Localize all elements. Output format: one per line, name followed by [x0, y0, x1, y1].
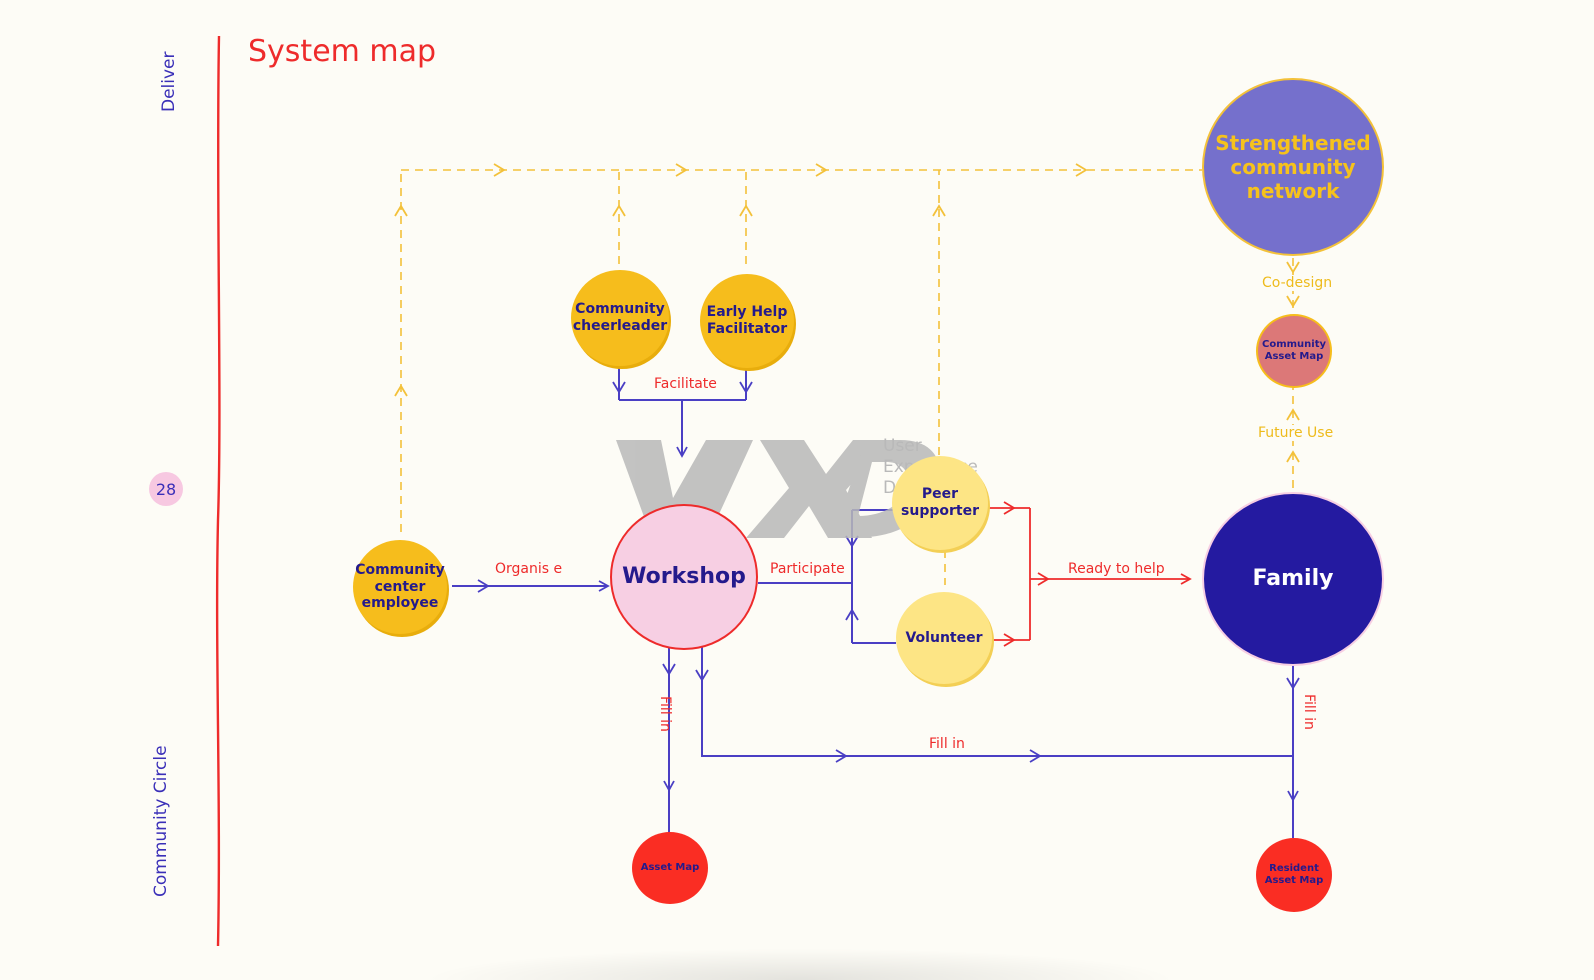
node-family[interactable]: Family [1202, 492, 1384, 666]
node-asset-map[interactable]: Asset Map [632, 832, 708, 904]
label-fill-in-family: Fill in [1301, 694, 1317, 730]
node-community-cheerleader[interactable]: Community cheerleader [571, 270, 669, 366]
label-ready-to-help: Ready to help [1068, 561, 1165, 577]
node-community-center-employee[interactable]: Community center employee [353, 540, 447, 634]
node-workshop[interactable]: Workshop [610, 504, 758, 650]
label-organise: Organis e [495, 561, 563, 577]
label-co-design: Co-design [1258, 275, 1337, 291]
node-peer-supporter[interactable]: Peer supporter [892, 456, 988, 550]
node-resident-asset-map[interactable]: Resident Asset Map [1256, 838, 1332, 912]
divider-line [215, 35, 221, 947]
label-fill-in-workshop: Fill in [657, 696, 673, 732]
label-participate: Participate [770, 561, 845, 577]
page-number-badge: 28 [149, 472, 183, 506]
label-fill-in-bottom: Fill in [929, 736, 965, 752]
node-strengthened-network[interactable]: Strengthened community network [1202, 78, 1384, 256]
node-volunteer[interactable]: Volunteer [896, 592, 992, 684]
page-title: System map [248, 34, 437, 69]
fill-in-bottom-line [701, 647, 1293, 757]
label-future-use: Future Use [1254, 425, 1338, 441]
bottom-shadow [420, 948, 1180, 980]
node-community-asset-map[interactable]: Community Asset Map [1256, 314, 1332, 388]
node-early-help-facilitator[interactable]: Early Help Facilitator [700, 274, 794, 368]
label-facilitate: Facilitate [654, 376, 717, 392]
